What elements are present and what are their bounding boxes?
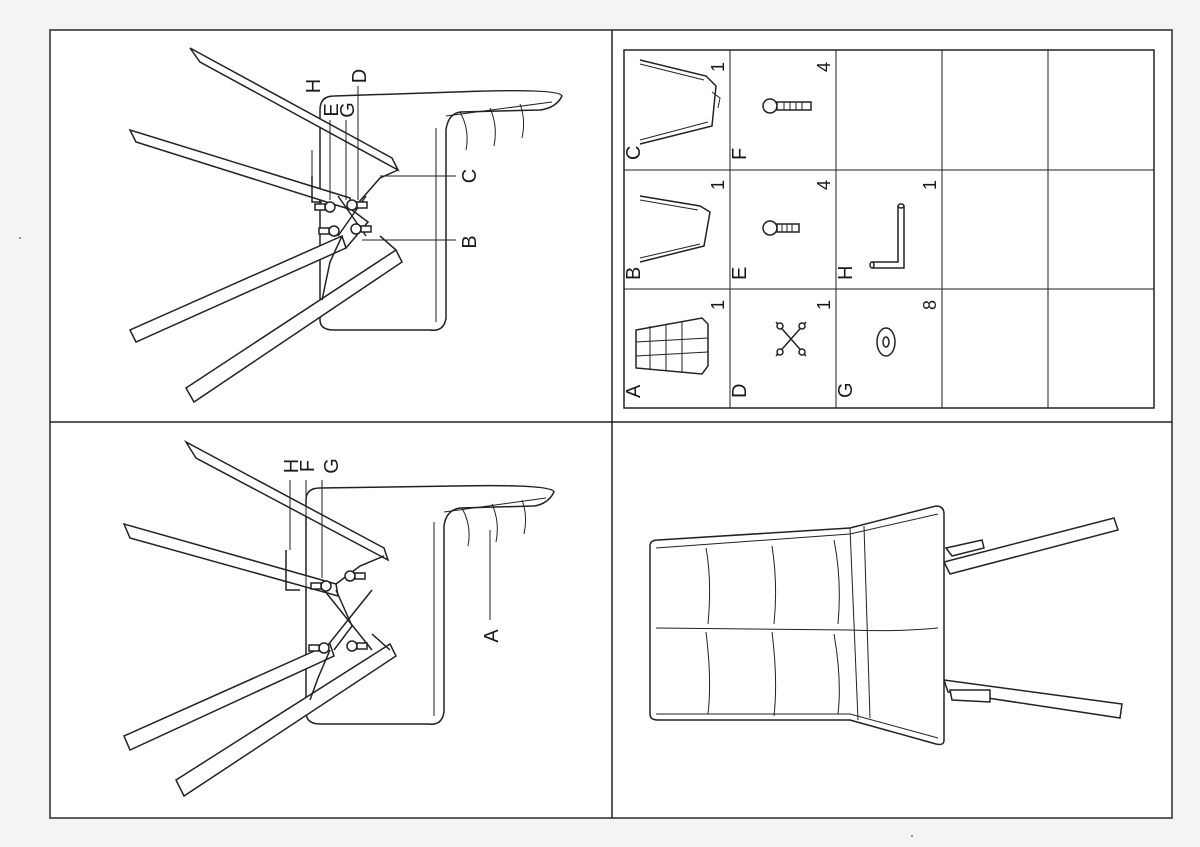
scan-speck [19,237,21,239]
label-c-upper: C [459,169,481,183]
bolt-e-2 [346,199,368,211]
parts-table-border [623,49,1155,409]
svg-text:1: 1 [708,62,728,72]
part-c-cell: C 1 [623,59,728,160]
svg-text:C: C [623,146,645,160]
leg-lower-2 [175,642,397,798]
bolt-e-1 [314,201,336,213]
leg-lower-1 [123,642,335,752]
part-b-cell: B 1 [623,180,728,280]
seat-outline [319,89,563,331]
svg-text:4: 4 [814,62,834,72]
long-bolt-icon [762,98,812,114]
leg-b-lower [184,248,403,404]
svg-text:1: 1 [814,300,834,310]
part-a-cell: A 1 [623,300,728,398]
seat-inner-line-lower [433,497,547,716]
svg-text:G: G [835,382,857,398]
short-bolt-icon [762,220,800,236]
step-panel-lower: H F G A [122,440,555,798]
allen-key-h-lower [285,550,300,591]
svg-text:8: 8 [920,300,940,310]
finished-chair-quilt [655,539,939,717]
finished-leg-2 [944,539,985,557]
finished-leg-1 [942,517,1119,575]
svg-text:F: F [729,148,751,160]
label-g-upper: G [337,102,359,118]
scan-speck [911,835,913,837]
seat-quilt-lines-lower [461,499,527,547]
washer-icon [876,327,896,357]
svg-text:B: B [623,267,645,280]
seat-inner-line [435,101,553,322]
finished-chair-body [649,505,945,746]
finished-leg-4 [949,689,991,703]
label-f-lower: F [297,460,319,472]
seat-outline-lower [305,484,555,725]
svg-text:A: A [623,384,645,398]
bolt-e-3 [318,225,340,237]
svg-text:1: 1 [920,180,940,190]
cross-bracket-icon [775,321,807,357]
bolt-e-4 [350,223,372,235]
assembled-chair-icon [649,505,1123,746]
frame-rails [321,169,399,301]
allen-key-icon [869,203,905,269]
label-a-lower: A [481,629,503,643]
label-h-lower: H [281,459,303,473]
bolt-f-2 [344,570,366,582]
part-g-cell: G 8 [835,300,940,398]
leg-frame-b-icon [639,195,711,263]
label-g-lower: G [321,458,343,474]
seat-icon [635,317,709,375]
finished-chair-outline-inner [655,513,939,739]
svg-text:E: E [729,267,751,280]
leg-upper-1 [183,440,390,562]
seat-quilt-lines [459,103,525,151]
label-h-upper: H [303,79,325,93]
bolt-f-4 [346,640,368,652]
bolt-f-3 [308,642,330,654]
svg-text:H: H [835,266,857,280]
step-panel-upper: H E G D C B [128,47,563,404]
part-f-cell: F 4 [729,62,834,160]
part-h-cell: H 1 [835,180,940,280]
allen-key-h [311,176,322,203]
parts-table: A 1 B 1 C 1 D 1 [623,49,1155,409]
svg-text:1: 1 [708,300,728,310]
label-e-upper: E [321,103,343,116]
svg-text:4: 4 [814,180,834,190]
svg-text:D: D [729,384,751,398]
leg-frame-c-icon [639,59,721,145]
bolt-f-1 [310,580,332,592]
label-b-upper: B [459,235,481,248]
part-d-cell: D 1 [729,300,834,398]
label-d-upper: D [349,69,371,83]
cross-bracket-lower [323,589,373,651]
part-e-cell: E 4 [729,180,834,280]
svg-text:1: 1 [708,180,728,190]
